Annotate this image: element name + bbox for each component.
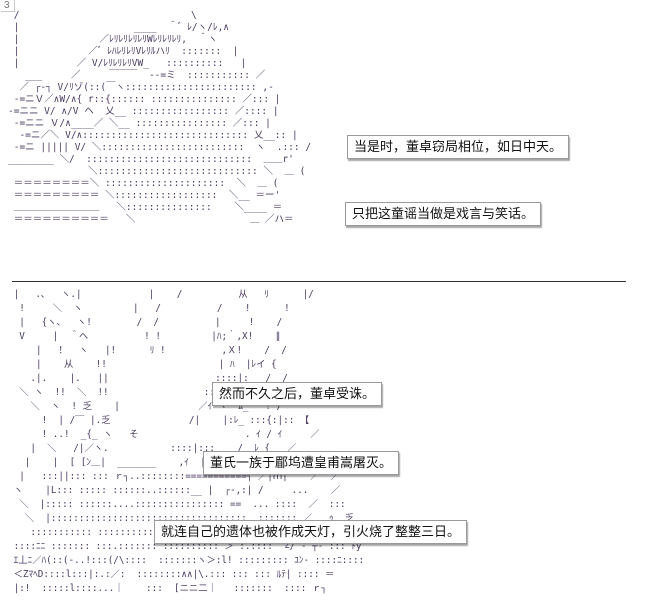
ascii-art-top-panel: / \ | ____ ＾゛ﾚ/ヽ/ﾚ,∧ | ／ﾚﾘﾚﾘﾚﾘﾚﾘWﾚﾘﾚﾘﾚﾘ,… bbox=[8, 10, 312, 225]
caption-1: 当是时，董卓窃局相位，如日中天。 bbox=[347, 135, 570, 159]
caption-2: 只把这童谣当做是戏言与笑话。 bbox=[345, 202, 542, 226]
caption-5: 就连自己的遗体也被作成天灯，引火烧了整整三日。 bbox=[154, 520, 468, 544]
panel-divider bbox=[12, 281, 626, 282]
caption-3: 然而不久之后，董卓受诛。 bbox=[212, 382, 383, 406]
ascii-art-bottom-panel: | ．、 ヽ.| | / 从 ﾘ |/ ! ＼ ヽ | / / ! ! | {ヽ… bbox=[13, 289, 365, 594]
page-number: 3 bbox=[1, 0, 15, 12]
caption-4: 董氏一族于郿坞遭皇甫嵩屠灭。 bbox=[203, 451, 400, 475]
